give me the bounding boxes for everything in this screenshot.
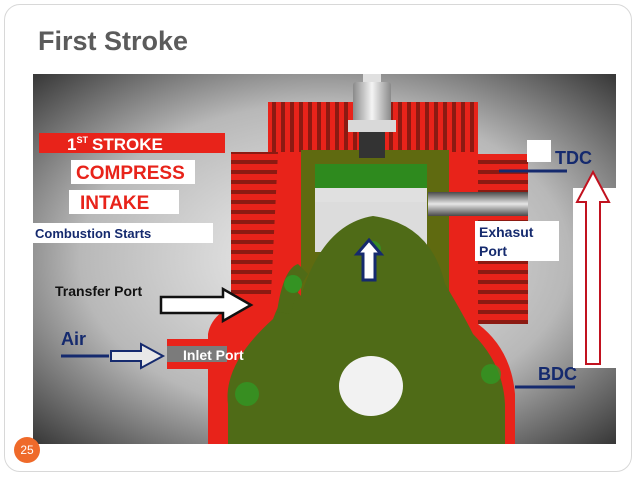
- transfer-port-label: Transfer Port: [55, 283, 142, 299]
- green-mist-3: [481, 364, 501, 384]
- tdc-marker-block: [527, 140, 551, 162]
- tdc-label: TDC: [555, 148, 592, 168]
- compress-label-box: [71, 160, 195, 184]
- exhaust-label-line2: Port: [479, 243, 507, 259]
- combustion-label: Combustion Starts: [35, 226, 151, 241]
- exhaust-label-box: [475, 221, 559, 261]
- crankshaft-hole: [339, 356, 403, 416]
- inlet-port-label: Inlet Port: [183, 347, 244, 363]
- intake-label: INTAKE: [80, 193, 149, 214]
- spark-plug-tip: [363, 74, 381, 84]
- piston-up-arrow: [353, 237, 385, 282]
- inlet-passage: [167, 346, 227, 362]
- piston-ring: [315, 188, 427, 202]
- exhaust-label-line1: Exhasut: [479, 224, 534, 240]
- compress-label: COMPRESS: [76, 163, 185, 184]
- transfer-port-arrow: [159, 286, 254, 324]
- intake-label-box: [69, 190, 179, 214]
- air-label: Air: [61, 329, 86, 349]
- spark-plug-thread: [359, 132, 385, 158]
- exhaust-pipe: [428, 192, 528, 216]
- crankcase-mixture: [227, 216, 505, 444]
- combustion-label-box: [33, 223, 213, 243]
- stroke-label-box: [39, 133, 225, 153]
- green-mist-1: [284, 275, 302, 293]
- piston-crown: [315, 164, 427, 188]
- air-arrow: [110, 342, 166, 370]
- stroke-direction-arrow: [575, 169, 611, 365]
- spark-plug-hex: [348, 120, 396, 132]
- spark-plug: [353, 82, 391, 130]
- bdc-label: BDC: [538, 364, 577, 384]
- page-number-badge: 25: [14, 437, 40, 463]
- green-mist-2: [235, 382, 259, 406]
- slide-title: First Stroke: [38, 26, 189, 56]
